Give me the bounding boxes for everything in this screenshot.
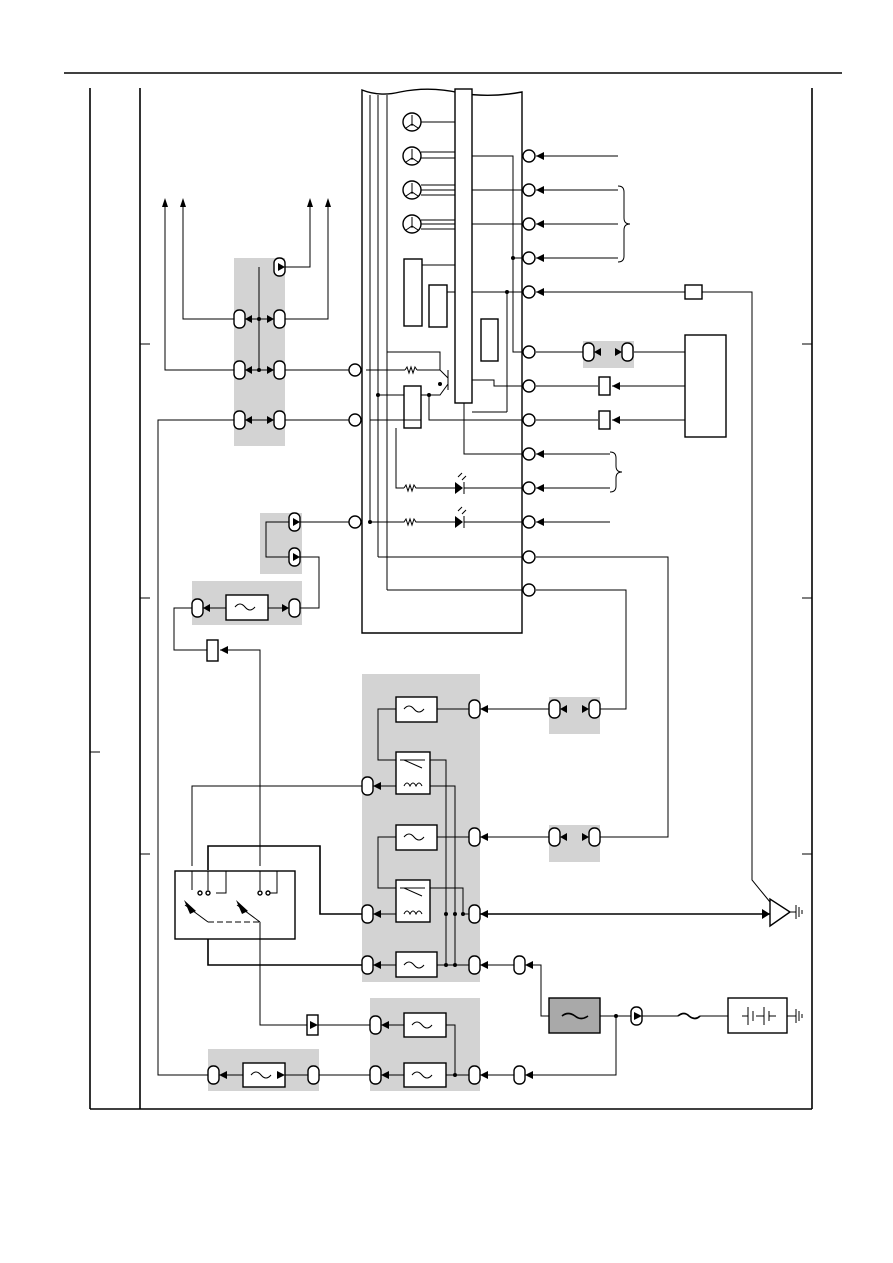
processor-block — [454, 88, 473, 404]
power-supply — [525, 897, 803, 1076]
ground-icon — [769, 897, 792, 928]
relay — [395, 751, 431, 795]
fuse — [403, 1012, 447, 1038]
lower-fuses — [219, 1012, 514, 1088]
module-block — [403, 258, 423, 327]
relay — [395, 879, 431, 923]
fuse — [225, 594, 269, 621]
left-wiring — [157, 198, 349, 1076]
fuse — [403, 1062, 447, 1088]
control-switch-box — [684, 334, 727, 438]
ignition-switch-icon — [174, 870, 307, 1026]
module-block — [428, 284, 448, 328]
sensor-icon — [402, 112, 455, 132]
fuse — [395, 951, 438, 978]
fuse — [395, 824, 438, 851]
led-icon — [370, 506, 528, 528]
sensor-icon — [402, 146, 455, 166]
page-frame — [64, 72, 842, 1110]
fuse — [395, 696, 438, 723]
relay-block — [191, 696, 770, 978]
ecu-pins — [348, 149, 536, 597]
sensor-icon — [402, 214, 455, 234]
led-icon — [403, 472, 528, 494]
fuse-link — [684, 284, 703, 300]
module-block — [403, 385, 422, 429]
right-inputs — [536, 155, 771, 903]
sensor-icon — [402, 180, 455, 200]
control-unit — [361, 88, 528, 634]
connector-arrows — [203, 152, 770, 1079]
module-block — [480, 318, 499, 362]
